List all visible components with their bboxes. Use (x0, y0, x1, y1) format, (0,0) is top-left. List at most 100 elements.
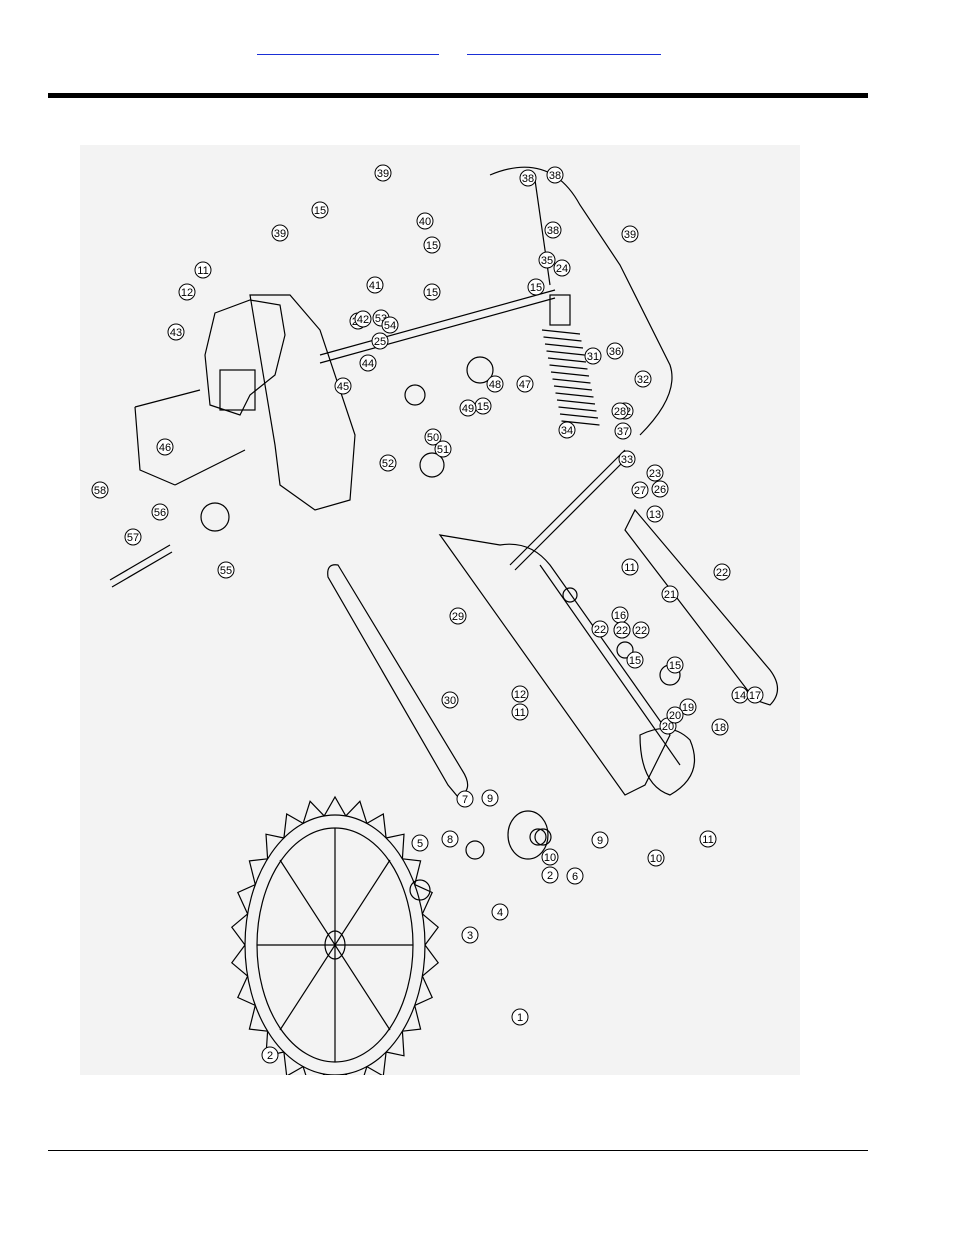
callout-label: 1 (517, 1012, 523, 1024)
callout-44: 44 (360, 355, 376, 371)
callout-label: 5 (417, 838, 423, 850)
callout-22: 22 (633, 622, 649, 638)
callout-label: 11 (197, 265, 208, 277)
callout-label: 36 (609, 346, 621, 358)
callout-37: 37 (615, 423, 631, 439)
callout-52: 52 (380, 455, 396, 471)
nav-link-right[interactable] (467, 40, 661, 55)
callout-label: 15 (426, 287, 438, 299)
callout-7: 7 (457, 791, 473, 807)
callout-label: 4 (497, 907, 503, 919)
callout-label: 7 (462, 794, 468, 806)
callout-label: 25 (374, 336, 386, 348)
callout-label: 2 (547, 870, 553, 882)
callout-label: 58 (94, 485, 106, 497)
callout-label: 38 (547, 225, 559, 237)
callout-label: 13 (649, 509, 661, 521)
callout-15: 15 (667, 657, 683, 673)
callout-label: 2 (267, 1050, 273, 1062)
callout-label: 16 (614, 610, 626, 622)
lower-arm (328, 565, 468, 797)
callout-9: 9 (592, 832, 608, 848)
callout-label: 52 (382, 458, 394, 470)
callout-label: 12 (181, 287, 193, 299)
callout-15: 15 (528, 279, 544, 295)
callout-label: 14 (734, 690, 746, 702)
callout-4: 4 (492, 904, 508, 920)
callout-label: 15 (314, 205, 326, 217)
callout-41: 41 (367, 277, 383, 293)
callout-11: 11 (512, 704, 528, 720)
callout-45: 45 (335, 378, 351, 394)
callout-15: 15 (424, 284, 440, 300)
callout-1: 1 (512, 1009, 528, 1025)
callout-label: 22 (716, 567, 728, 579)
callout-label: 24 (556, 263, 568, 275)
callout-label: 57 (127, 532, 139, 544)
callout-58: 58 (92, 482, 108, 498)
callout-38: 38 (520, 170, 536, 186)
callout-3: 3 (462, 927, 478, 943)
callout-label: 15 (530, 282, 542, 294)
callout-label: 31 (587, 351, 599, 363)
callout-label: 11 (702, 834, 713, 846)
callout-22: 22 (614, 622, 630, 638)
callout-42: 42 (355, 311, 371, 327)
callout-label: 35 (541, 255, 553, 267)
callout-label: 9 (597, 835, 603, 847)
callout-label: 34 (561, 425, 573, 437)
callout-12: 12 (512, 686, 528, 702)
callout-22: 22 (714, 564, 730, 580)
callout-label: 33 (621, 454, 633, 466)
callout-8: 8 (442, 831, 458, 847)
callout-label: 3 (467, 930, 473, 942)
callout-label: 45 (337, 381, 349, 393)
callout-11: 11 (622, 559, 638, 575)
parts-diagram-drawing: 1223456789910101111111112121213141515151… (80, 145, 800, 1075)
callout-label: 50 (427, 432, 439, 444)
parts-diagram: 1223456789910101111111112121213141515151… (80, 145, 800, 1075)
callout-14: 14 (732, 687, 748, 703)
callout-label: 30 (444, 695, 456, 707)
callout-label: 23 (649, 468, 661, 480)
spiked-wheel (232, 797, 438, 1075)
callout-label: 15 (629, 655, 641, 667)
callout-label: 28 (614, 406, 626, 418)
callout-label: 12 (514, 689, 526, 701)
callout-23: 23 (647, 465, 663, 481)
nav-link-left[interactable] (257, 40, 439, 55)
callout-2: 2 (542, 867, 558, 883)
callout-label: 26 (654, 484, 666, 496)
callout-15: 15 (475, 398, 491, 414)
callout-9: 9 (482, 790, 498, 806)
callout-label: 32 (637, 374, 649, 386)
callout-38: 38 (545, 222, 561, 238)
callout-28: 28 (612, 403, 628, 419)
callout-label: 27 (634, 485, 646, 497)
callout-17: 17 (747, 687, 763, 703)
callout-label: 43 (170, 327, 182, 339)
callout-22: 22 (592, 621, 608, 637)
spring (535, 180, 600, 425)
callout-6: 6 (567, 868, 583, 884)
bracket-plate (205, 300, 285, 415)
callout-label: 44 (362, 358, 374, 370)
callout-40: 40 (417, 213, 433, 229)
callout-13: 13 (647, 506, 663, 522)
callout-label: 9 (487, 793, 493, 805)
callout-47: 47 (517, 376, 533, 392)
callout-label: 46 (159, 442, 171, 454)
callout-label: 22 (635, 625, 647, 637)
callout-label: 49 (462, 403, 474, 415)
callout-label: 17 (749, 690, 761, 702)
callout-51: 51 (435, 441, 451, 457)
callout-label: 22 (616, 625, 628, 637)
callout-label: 42 (357, 314, 369, 326)
callout-label: 18 (714, 722, 726, 734)
header-rule (48, 93, 868, 98)
callout-label: 56 (154, 507, 166, 519)
callout-27: 27 (632, 482, 648, 498)
callout-label: 20 (669, 710, 681, 722)
callout-15: 15 (424, 237, 440, 253)
callout-layer: 1223456789910101111111112121213141515151… (92, 165, 763, 1063)
